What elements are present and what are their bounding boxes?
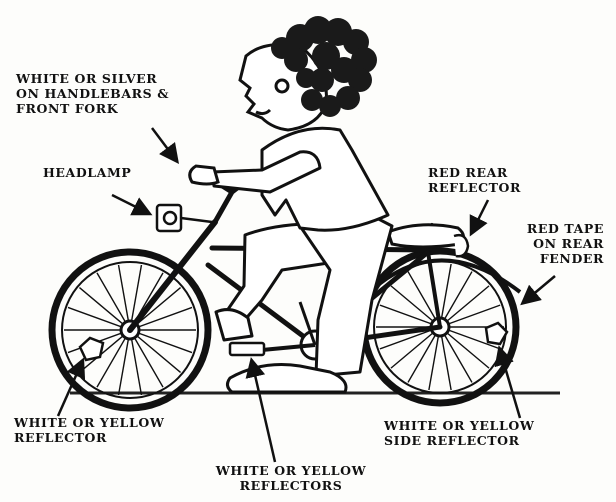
arrow-headlamp xyxy=(112,195,148,213)
arrow-pedal-reflectors xyxy=(252,362,275,462)
arrow-side-reflector xyxy=(500,350,520,418)
arrow-rear-fender xyxy=(524,276,555,302)
arrow-front-reflector xyxy=(58,362,82,416)
arrow-rear-reflector xyxy=(472,200,488,232)
arrow-handlebars xyxy=(152,128,176,160)
